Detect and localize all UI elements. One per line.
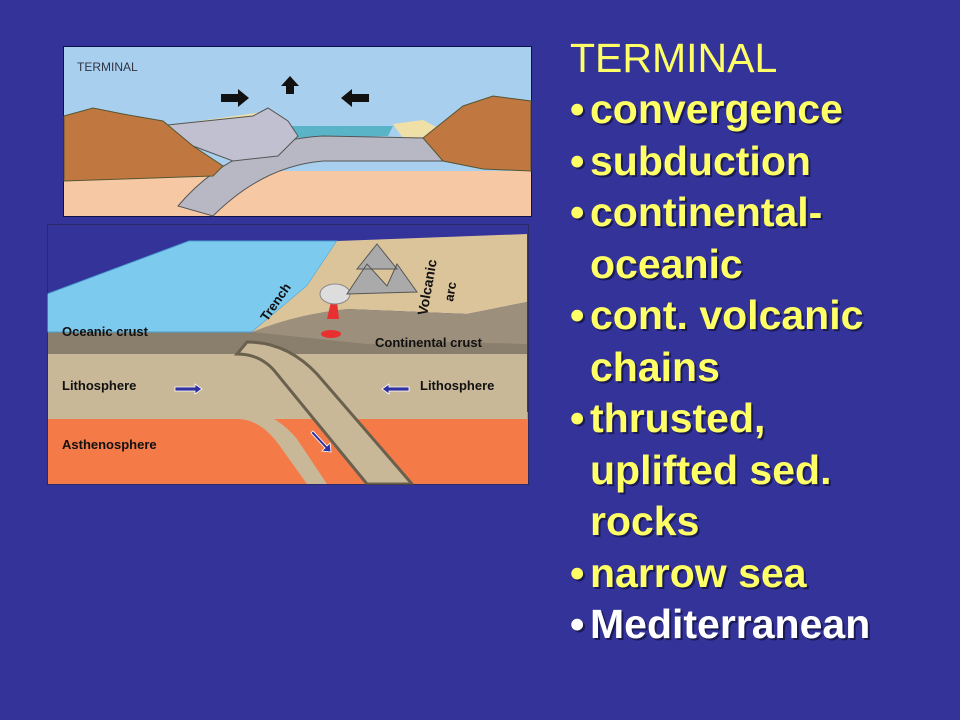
- bullet-continuation: uplifted sed.: [590, 446, 832, 493]
- arrow-up-icon: [281, 76, 299, 94]
- slide-text: TERMINAL •convergence •subduction •conti…: [570, 34, 870, 651]
- label-continental-crust: Continental crust: [375, 335, 483, 350]
- bullet-item: •narrow sea: [570, 548, 870, 600]
- subduction-block-diagram: Oceanic crust Trench Volcanic arc Contin…: [47, 224, 529, 485]
- label-oceanic-crust: Oceanic crust: [62, 324, 149, 339]
- bullet-continuation: oceanic: [590, 240, 743, 287]
- bullet-icon: •: [570, 137, 585, 184]
- bullet-item: •cont. volcanic: [570, 290, 870, 342]
- arrow-left-icon: [381, 383, 410, 395]
- label-asthenosphere: Asthenosphere: [62, 437, 157, 452]
- bullet-icon: •: [570, 189, 585, 235]
- bullet-icon: •: [570, 549, 585, 596]
- bullet-item: •convergence: [570, 84, 870, 136]
- bullet-item: •thrusted,: [570, 393, 870, 445]
- bullet-icon: •: [570, 292, 585, 338]
- arrow-left-icon: [341, 89, 369, 107]
- bullet-item: •continental-: [570, 187, 870, 239]
- bullet-continuation: rocks: [590, 498, 700, 544]
- arrow-down-slab-icon: [310, 430, 332, 453]
- label-lithosphere-right: Lithosphere: [420, 378, 494, 393]
- bullet-icon: •: [570, 601, 585, 647]
- label-arc: arc: [441, 281, 459, 303]
- bullet-continuation: chains: [590, 343, 720, 390]
- bullet-icon: •: [570, 395, 585, 441]
- diagram-label-terminal: TERMINAL: [77, 60, 138, 74]
- bullet-item: •subduction: [570, 136, 870, 188]
- bullet-icon: •: [570, 86, 585, 132]
- arrow-right-icon: [221, 89, 249, 107]
- terminal-cross-section-diagram: TERMINAL: [63, 46, 532, 217]
- slide-title: TERMINAL: [570, 35, 778, 81]
- bullet-item: •Mediterranean: [570, 599, 870, 651]
- label-lithosphere-left: Lithosphere: [62, 378, 136, 393]
- arrow-right-icon: [174, 383, 203, 395]
